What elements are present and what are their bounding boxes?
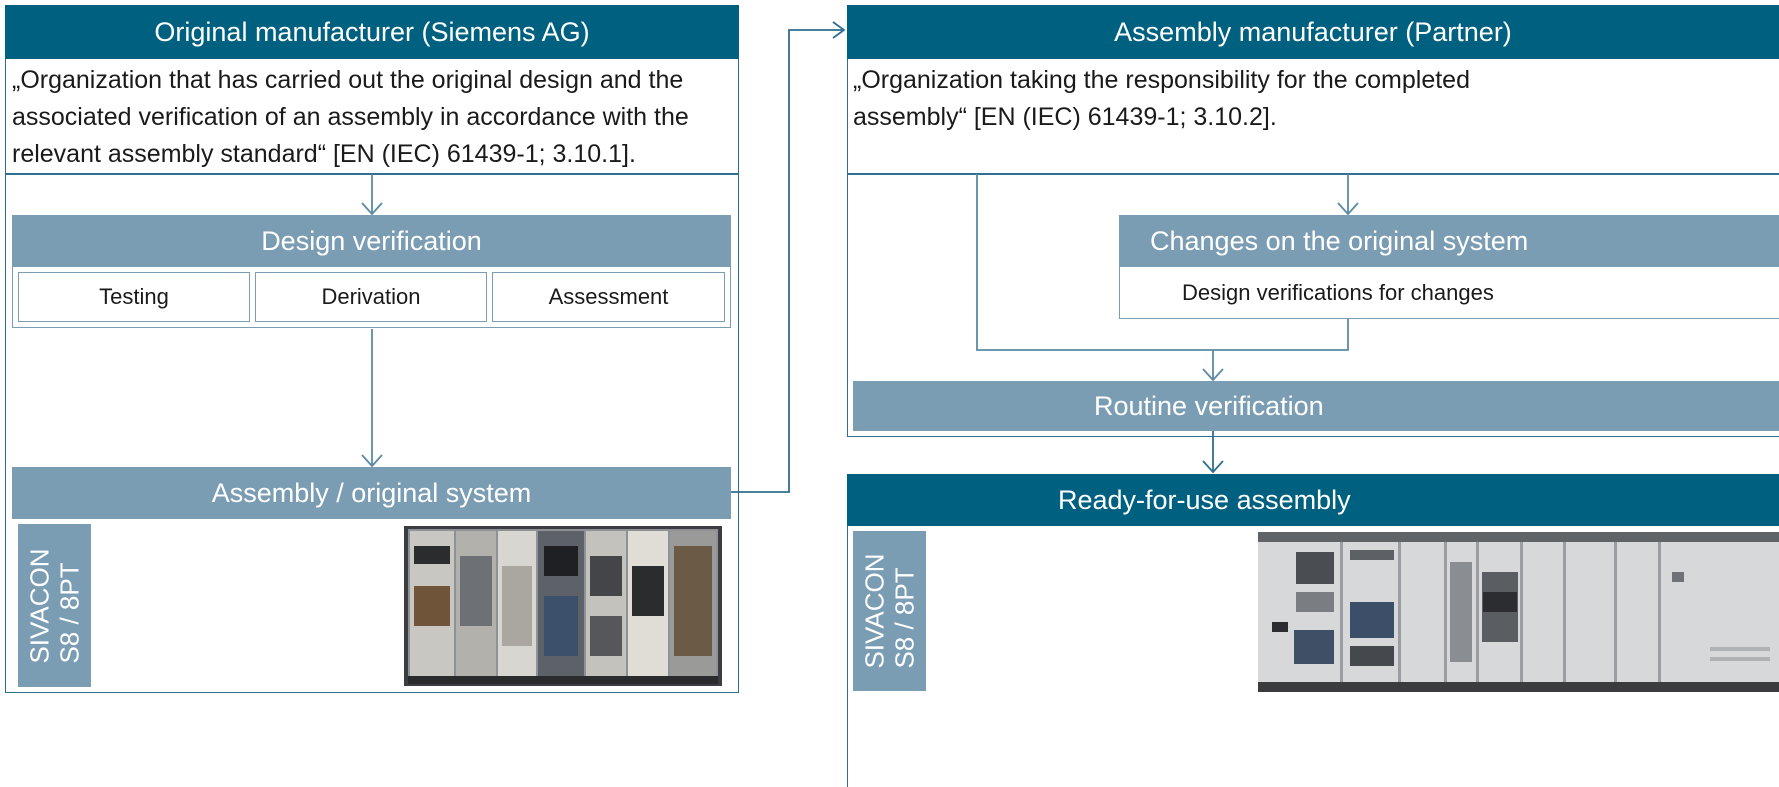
design-verification-header: Design verification — [12, 215, 731, 267]
method-assessment: Assessment — [492, 272, 725, 322]
product-tag-ready: SIVACON S8 / 8PT — [853, 531, 926, 691]
assembly-original-system-title: Assembly / original system — [211, 477, 532, 508]
assembly-manufacturer-definition: „Organization taking the responsibility … — [853, 66, 1470, 131]
assembly-manufacturer-title: Assembly manufacturer (Partner) — [1114, 16, 1512, 47]
assembly-manufacturer-panel — [847, 59, 1779, 437]
original-manufacturer-header: Original manufacturer (Siemens AG) — [5, 5, 739, 59]
original-manufacturer-definition: „Organization that has carried out the o… — [12, 66, 689, 168]
switchgear-original-image — [404, 526, 722, 686]
switchgear-ready-image — [1258, 532, 1779, 692]
design-verifications-for-changes: Design verifications for changes — [1119, 267, 1779, 319]
ready-for-use-assembly-title: Ready-for-use assembly — [1058, 484, 1351, 515]
method-derivation: Derivation — [255, 272, 487, 322]
method-testing: Testing — [18, 272, 250, 322]
routine-verification-header: Routine verification — [853, 381, 1779, 431]
ready-for-use-assembly-header: Ready-for-use assembly — [847, 474, 1779, 526]
assembly-original-system-header: Assembly / original system — [12, 467, 731, 519]
changes-original-system-title: Changes on the original system — [1150, 225, 1529, 256]
original-manufacturer-title: Original manufacturer (Siemens AG) — [154, 16, 590, 47]
design-verification-title: Design verification — [261, 225, 482, 256]
divider — [5, 173, 739, 175]
ready-for-use-assembly-panel — [847, 526, 1779, 787]
assembly-manufacturer-header: Assembly manufacturer (Partner) — [847, 5, 1779, 59]
divider — [847, 173, 1779, 175]
routine-verification-title: Routine verification — [1094, 390, 1324, 421]
product-tag-original: SIVACON S8 / 8PT — [18, 524, 91, 687]
changes-original-system-header: Changes on the original system — [1119, 215, 1779, 267]
